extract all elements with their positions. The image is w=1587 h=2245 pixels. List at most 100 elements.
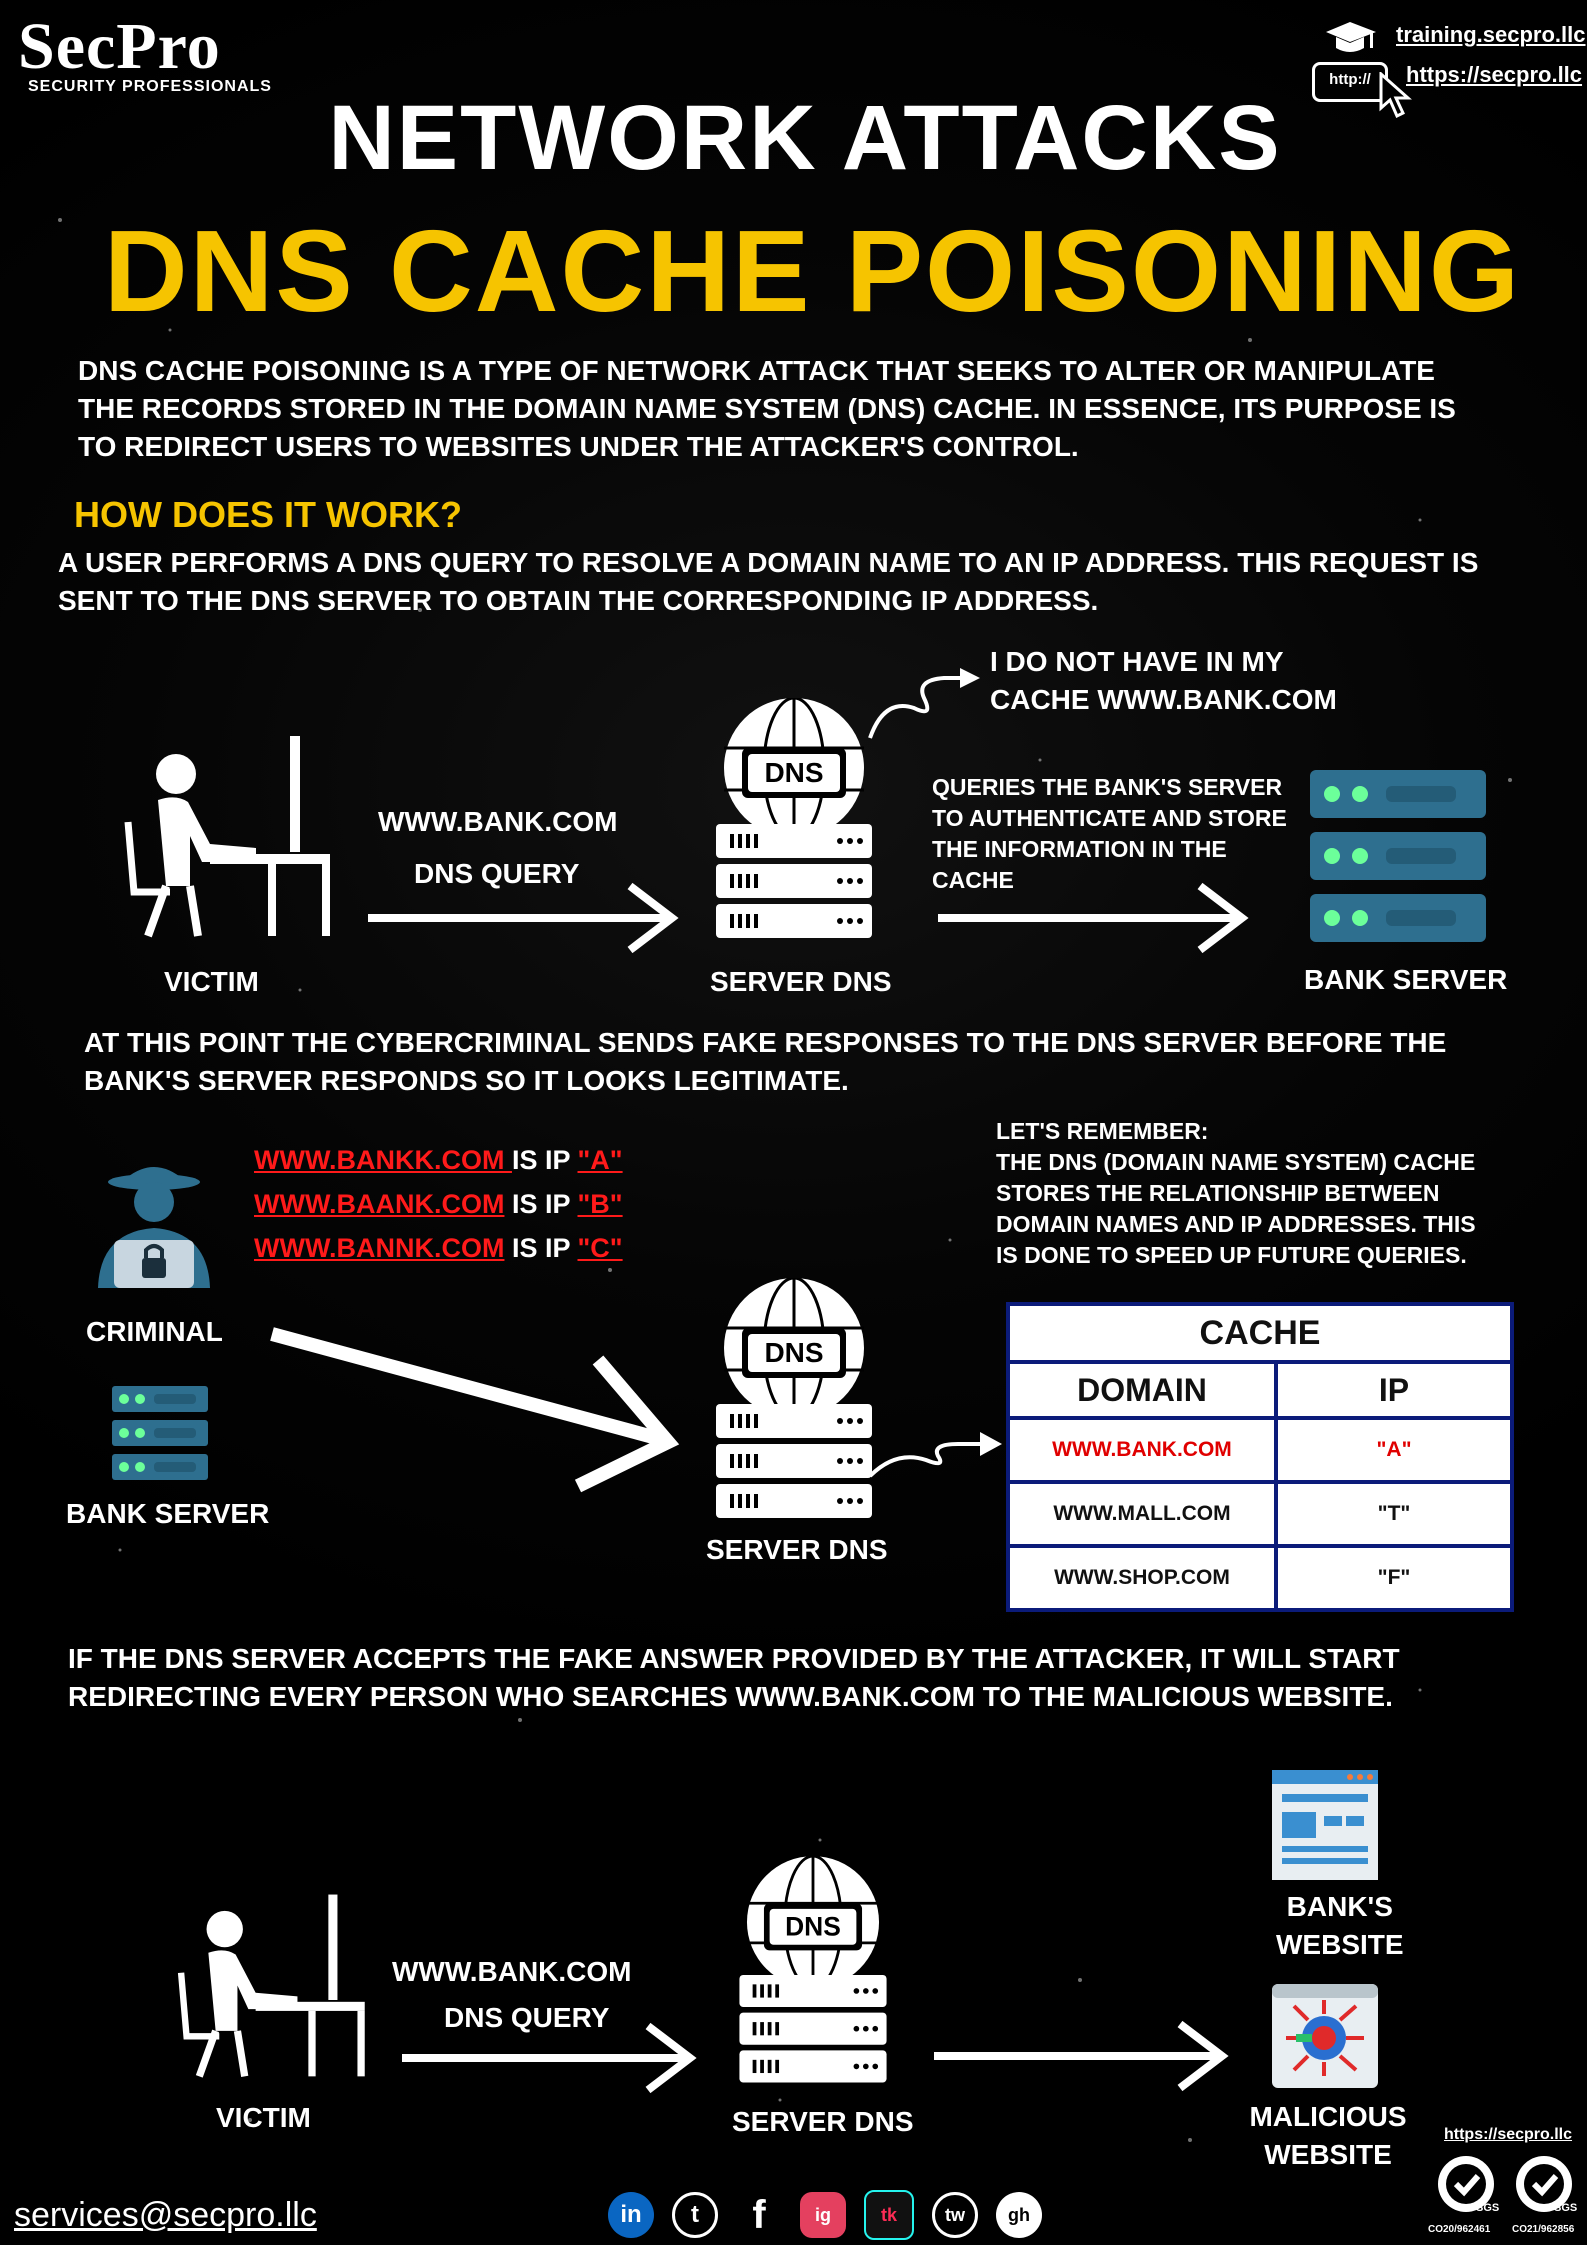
remember-line: THE DNS (DOMAIN NAME SYSTEM) CACHE bbox=[996, 1149, 1476, 1175]
fake-response-row: WWW.BAANK.COM IS IP "B" bbox=[254, 1182, 623, 1226]
fake-domain: WWW.BAANK.COM bbox=[254, 1189, 505, 1219]
site-link[interactable]: https://secpro.llc bbox=[1406, 62, 1583, 87]
dns-server-icon: DNS bbox=[716, 1278, 872, 1518]
not-in-cache-line2: CACHE WWW.BANK.COM bbox=[990, 684, 1337, 715]
dns-tag: DNS bbox=[764, 1337, 823, 1368]
victim-at-desk-icon bbox=[124, 736, 330, 938]
email-link[interactable]: services@secpro.llc bbox=[14, 2196, 317, 2234]
footer-site-link[interactable]: https://secpro.llc bbox=[1444, 2126, 1573, 2143]
not-in-cache-line1: I DO NOT HAVE IN MY bbox=[990, 646, 1284, 677]
fake-mid: IS IP bbox=[504, 1189, 578, 1219]
queries-bank-text: QUERIES THE BANK'S SERVER TO AUTHENTICAT… bbox=[932, 772, 1292, 896]
step1-paragraph: A USER PERFORMS A DNS QUERY TO RESOLVE A… bbox=[58, 547, 1479, 616]
step2-paragraph: AT THIS POINT THE CYBERCRIMINAL SENDS FA… bbox=[84, 1027, 1447, 1096]
arrow-right-icon bbox=[402, 2022, 697, 2094]
http-badge-text: http:// bbox=[1329, 71, 1371, 88]
step3-paragraph: IF THE DNS SERVER ACCEPTS THE FAKE ANSWE… bbox=[68, 1643, 1400, 1712]
server-dns-label: SERVER DNS bbox=[710, 966, 892, 997]
arrow-right-icon bbox=[934, 2020, 1229, 2092]
tiktok-icon[interactable]: tk bbox=[864, 2190, 914, 2240]
graduation-cap-icon bbox=[1320, 18, 1382, 67]
fake-domain: WWW.BANKK.COM bbox=[254, 1145, 512, 1175]
bank-server-label: BANK SERVER bbox=[1304, 964, 1508, 995]
arrow-right-icon bbox=[368, 882, 679, 954]
cache-domain: WWW.SHOP.COM bbox=[1006, 1544, 1278, 1612]
twitch-icon[interactable]: tw bbox=[932, 2192, 978, 2238]
cursor-icon bbox=[1378, 70, 1412, 123]
sgs-label-1: SGS bbox=[1476, 2202, 1500, 2214]
cache-col-ip: IP bbox=[1274, 1360, 1514, 1420]
server-dns-label: SERVER DNS bbox=[706, 1534, 888, 1565]
cache-col-domain: DOMAIN bbox=[1006, 1360, 1278, 1420]
cache-domain: WWW.BANK.COM bbox=[1006, 1416, 1278, 1484]
curly-arrow-icon bbox=[868, 668, 980, 739]
fake-response-row: WWW.BANKK.COM IS IP "A" bbox=[254, 1138, 623, 1182]
queries-bank-line: TO AUTHENTICATE AND STORE bbox=[932, 805, 1287, 831]
criminal-label: CRIMINAL bbox=[86, 1316, 223, 1347]
bank-website-line: BANK'S bbox=[1286, 1891, 1393, 1922]
server-dns-label: SERVER DNS bbox=[732, 2106, 914, 2137]
bank-website-line: WEBSITE bbox=[1276, 1929, 1404, 1960]
github-icon[interactable]: gh bbox=[996, 2192, 1042, 2238]
hacker-icon bbox=[98, 1167, 210, 1288]
brand-name: SecPro bbox=[18, 10, 221, 83]
fake-ip: "C" bbox=[577, 1233, 623, 1263]
brand-logo[interactable]: SecPro SECURITY PROFESSIONALS bbox=[18, 14, 272, 96]
victim-at-desk-icon bbox=[177, 1894, 365, 2078]
instagram-icon[interactable]: ig bbox=[800, 2192, 846, 2238]
training-link[interactable]: training.secpro.llc bbox=[1396, 22, 1586, 47]
attack-arrow-icon bbox=[270, 1327, 680, 1493]
cert-code-1: CO20/962461 bbox=[1428, 2224, 1491, 2235]
cache-header-row: DOMAIN IP bbox=[1006, 1360, 1514, 1420]
victim-label: VICTIM bbox=[216, 2102, 311, 2133]
fake-ip: "A" bbox=[577, 1145, 623, 1175]
table-row: WWW.MALL.COM "T" bbox=[1006, 1480, 1514, 1548]
cache-ip: "A" bbox=[1274, 1416, 1514, 1484]
bank-server-icon bbox=[1310, 770, 1486, 942]
queries-bank-line: THE INFORMATION IN THE bbox=[932, 836, 1227, 862]
linkedin-icon[interactable]: in bbox=[608, 2192, 654, 2238]
fake-response-row: WWW.BANNK.COM IS IP "C" bbox=[254, 1226, 623, 1270]
query-domain-label: WWW.BANK.COM bbox=[378, 806, 618, 837]
brand-tagline: SECURITY PROFESSIONALS bbox=[28, 78, 272, 95]
table-row: WWW.SHOP.COM "F" bbox=[1006, 1544, 1514, 1612]
arrow-right-icon bbox=[938, 882, 1249, 954]
query-domain-label: WWW.BANK.COM bbox=[392, 1956, 632, 1987]
victim-label: VICTIM bbox=[164, 966, 259, 997]
query-label: DNS QUERY bbox=[414, 858, 580, 889]
bank-server-icon bbox=[112, 1386, 208, 1480]
malicious-website-label: MALICIOUS WEBSITE bbox=[1248, 2098, 1408, 2174]
social-bar: in t f ig tk tw gh bbox=[608, 2190, 1042, 2240]
title-main: DNS CACHE POISONING bbox=[103, 206, 1522, 336]
bank-website-label: BANK'S WEBSITE bbox=[1276, 1888, 1404, 1964]
dns-server-icon: DNS bbox=[739, 1856, 887, 2083]
remember-line: DOMAIN NAMES AND IP ADDRESSES. THIS bbox=[996, 1211, 1476, 1237]
queries-bank-line: QUERIES THE BANK'S SERVER bbox=[932, 774, 1283, 800]
dns-tag: DNS bbox=[764, 757, 823, 788]
how-heading: HOW DOES IT WORK? bbox=[74, 494, 462, 535]
facebook-icon[interactable]: f bbox=[752, 2192, 766, 2237]
curly-arrow-icon bbox=[868, 1432, 1002, 1478]
title-top: NETWORK ATTACKS bbox=[328, 87, 1282, 189]
cache-title-row: CACHE bbox=[1006, 1302, 1514, 1364]
remember-title: LET'S REMEMBER: bbox=[996, 1118, 1209, 1144]
cache-ip: "F" bbox=[1274, 1544, 1514, 1612]
malicious-website-icon bbox=[1272, 1984, 1378, 2088]
remember-box: LET'S REMEMBER: THE DNS (DOMAIN NAME SYS… bbox=[996, 1116, 1556, 1271]
remember-line: IS DONE TO SPEED UP FUTURE QUERIES. bbox=[996, 1242, 1467, 1268]
fake-ip: "B" bbox=[577, 1189, 623, 1219]
dns-tag: DNS bbox=[785, 1911, 841, 1941]
bank-website-icon bbox=[1272, 1770, 1378, 1880]
fake-mid: IS IP bbox=[504, 1233, 578, 1263]
cache-title: CACHE bbox=[1006, 1302, 1514, 1364]
intro-paragraph: DNS CACHE POISONING IS A TYPE OF NETWORK… bbox=[78, 355, 1456, 462]
table-row: WWW.BANK.COM "A" bbox=[1006, 1416, 1514, 1484]
malicious-website-line: MALICIOUS bbox=[1249, 2101, 1407, 2132]
fake-responses-list: WWW.BANKK.COM IS IP "A" WWW.BAANK.COM IS… bbox=[254, 1138, 623, 1270]
sgs-label-2: SGS bbox=[1554, 2202, 1578, 2214]
remember-line: STORES THE RELATIONSHIP BETWEEN bbox=[996, 1180, 1440, 1206]
twitter-icon[interactable]: t bbox=[672, 2192, 718, 2238]
sgs-certification-seal-icon bbox=[1438, 2156, 1572, 2212]
fake-domain: WWW.BANNK.COM bbox=[254, 1233, 505, 1263]
